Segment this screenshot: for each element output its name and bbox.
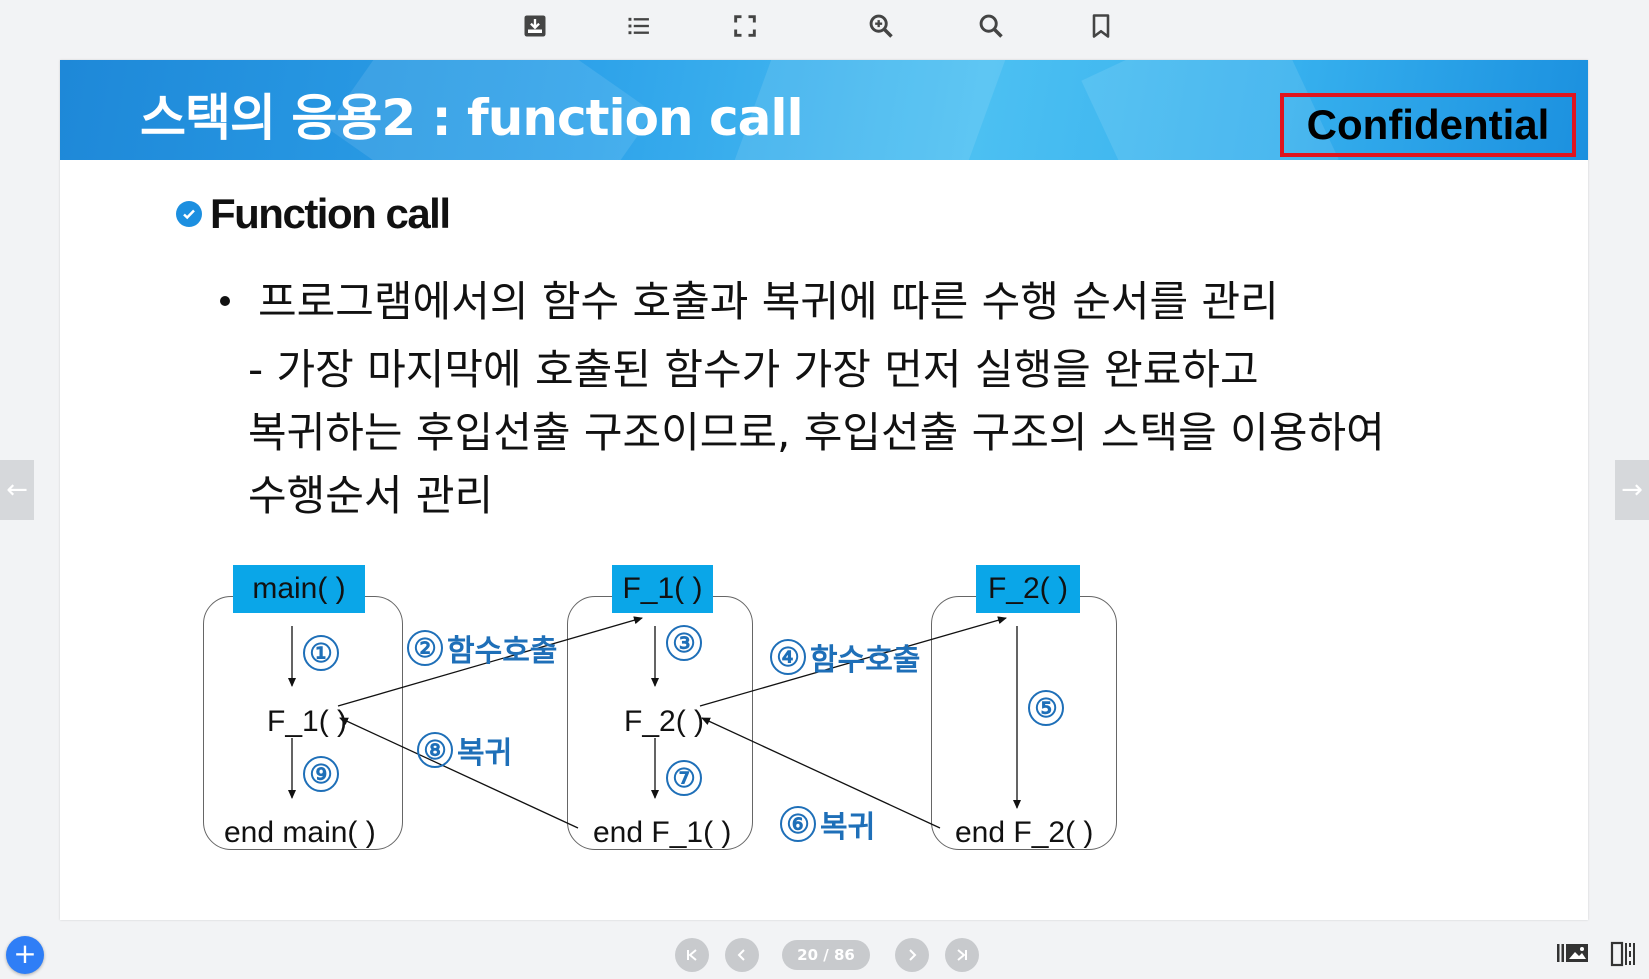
- section-heading: Function call: [176, 190, 451, 238]
- page-layout-icon[interactable]: [1610, 940, 1638, 972]
- bottom-bar: + 20 / 86: [0, 930, 1649, 979]
- prev-page-button[interactable]: [725, 938, 759, 972]
- step-return-8-number: ⑧: [417, 732, 453, 768]
- f1-end-text: end F_1( ): [593, 816, 732, 849]
- page-indicator: 20 / 86: [782, 940, 870, 970]
- f2-end-text: end F_2( ): [955, 816, 1094, 849]
- step-number-1: ①: [303, 635, 339, 671]
- download-icon[interactable]: [517, 8, 553, 44]
- section-title: Function call: [210, 190, 451, 237]
- first-page-icon: [687, 949, 697, 961]
- step-return-6-text: 복귀: [820, 810, 876, 845]
- step-call-4: ④ 함수호출: [770, 635, 920, 679]
- step-number-9: ⑨: [303, 756, 339, 792]
- step-call-2-number: ②: [407, 630, 443, 666]
- main-end-text: end main( ): [224, 816, 376, 849]
- bullet-text: 프로그램에서의 함수 호출과 복귀에 따른 수행 순서를 관리: [258, 277, 1279, 326]
- arrow-left-icon: ←: [6, 475, 28, 505]
- fullscreen-icon[interactable]: [727, 8, 763, 44]
- function-call-diagram: main( ) F_1( ) F_2( ) F_1( ) end main( )…: [200, 560, 1240, 900]
- bullet-dot-icon: [220, 295, 230, 306]
- step-call-4-number: ④: [770, 639, 806, 675]
- slide-page: 스택의 응용2 : function call Confidential Fun…: [60, 60, 1588, 920]
- step-number-7: ⑦: [666, 760, 702, 796]
- slide-title: 스택의 응용2 : function call: [140, 89, 804, 147]
- main-label: main( ): [233, 565, 365, 613]
- main-call-text: F_1( ): [267, 705, 348, 738]
- top-toolbar: [0, 0, 1649, 52]
- check-circle-icon: [176, 201, 202, 227]
- thumbnail-view-icon[interactable]: [1556, 940, 1590, 970]
- step-number-5: ⑤: [1028, 690, 1064, 726]
- next-page-arrow[interactable]: →: [1615, 460, 1649, 520]
- step-return-6-number: ⑥: [780, 806, 816, 842]
- search-icon[interactable]: [973, 8, 1009, 44]
- last-page-icon: [957, 949, 967, 961]
- f1-label: F_1( ): [612, 565, 713, 613]
- f1-call-text: F_2( ): [624, 705, 705, 738]
- arrow-right-icon: →: [1621, 475, 1643, 505]
- bullet-item: 프로그램에서의 함수 호출과 복귀에 따른 수행 순서를 관리: [220, 268, 1279, 329]
- step-call-2-text: 함수호출: [447, 634, 558, 669]
- step-return-8-text: 복귀: [457, 736, 513, 771]
- slide-header-banner: 스택의 응용2 : function call Confidential: [60, 60, 1588, 160]
- list-icon[interactable]: [621, 8, 657, 44]
- add-button[interactable]: +: [6, 936, 44, 974]
- chevron-left-icon: [737, 949, 745, 961]
- bookmark-icon[interactable]: [1083, 8, 1119, 44]
- step-return-8: ⑧ 복귀: [417, 728, 512, 772]
- chevron-right-icon: [909, 949, 917, 961]
- confidential-stamp: Confidential: [1280, 93, 1576, 157]
- zoom-in-icon[interactable]: [863, 8, 899, 44]
- next-page-button[interactable]: [895, 938, 929, 972]
- step-number-3: ③: [666, 625, 702, 661]
- f2-label: F_2( ): [976, 565, 1080, 613]
- diagram-arrows: [288, 616, 1021, 829]
- step-call-2: ② 함수호출: [407, 626, 557, 670]
- prev-page-arrow[interactable]: ←: [0, 460, 34, 520]
- step-call-4-text: 함수호출: [810, 643, 921, 678]
- last-page-button[interactable]: [945, 938, 979, 972]
- step-return-6: ⑥ 복귀: [780, 802, 875, 846]
- description-text: - 가장 마지막에 호출된 함수가 가장 먼저 실행을 완료하고 복귀하는 후입…: [248, 345, 1385, 520]
- first-page-button[interactable]: [675, 938, 709, 972]
